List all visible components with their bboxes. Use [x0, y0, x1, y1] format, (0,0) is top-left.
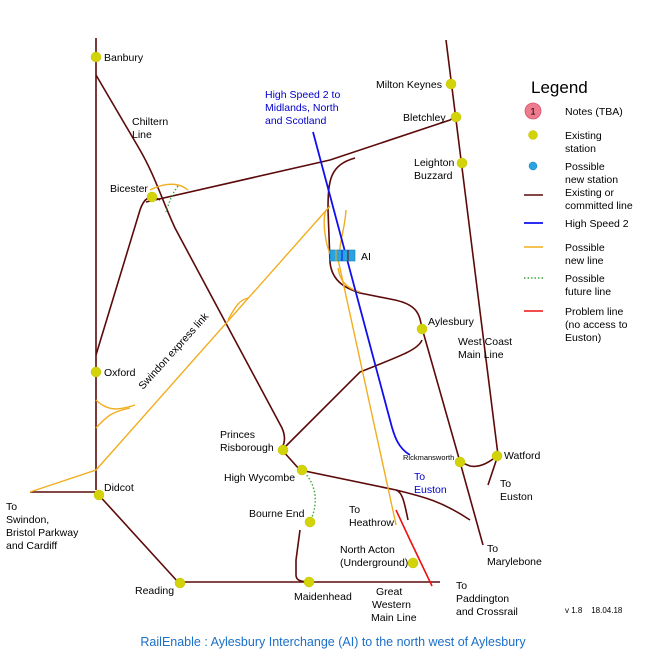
label-aylesbury: Aylesbury	[428, 316, 475, 328]
label-to-paddington: To Paddington and Crossrail	[456, 580, 518, 618]
station-banbury[interactable]	[90, 51, 102, 63]
possible-future-lines	[165, 185, 316, 523]
label-bourne-end: Bourne End	[249, 508, 305, 520]
label-to-swindon: To Swindon, Bristol Parkway and Cardiff	[6, 501, 81, 552]
label-great-western: Great Western Main Line	[371, 586, 417, 624]
station-aylesbury-interchange[interactable]	[329, 249, 356, 262]
bicester-future-curve	[165, 185, 179, 213]
label-milton-keynes: Milton Keynes	[376, 79, 442, 91]
legend-possible-line-label: Possible new line	[565, 242, 608, 267]
legend-title: Legend	[531, 78, 588, 97]
bourne-end-branch	[295, 529, 311, 583]
label-west-coast: West Coast Main Line	[458, 336, 515, 361]
oxford-curve-2	[95, 407, 131, 429]
label-leighton-buzzard: Leighton Buzzard	[414, 157, 457, 182]
label-maidenhead: Maidenhead	[294, 591, 352, 603]
label-bicester: Bicester	[110, 183, 148, 195]
swindon-link-curve	[227, 297, 249, 321]
station-high-wycombe[interactable]	[296, 464, 308, 476]
label-to-marylebone: To Marylebone	[487, 543, 542, 568]
label-hs2: High Speed 2 to Midlands, North and Scot…	[265, 89, 343, 127]
label-ai: AI	[361, 251, 371, 263]
chiltern-line	[95, 74, 286, 451]
problem-line	[395, 509, 433, 587]
legend-possible-station-label: Possible new station	[565, 161, 618, 186]
east-west-rail	[145, 113, 460, 203]
station-didcot[interactable]	[93, 489, 105, 501]
aylesbury-risborough-line	[281, 339, 423, 451]
hs2-line	[312, 131, 411, 456]
bourne-end-wycombe-future	[301, 469, 316, 523]
label-rickmansworth: Rickmansworth	[403, 453, 454, 462]
station-bourne-end[interactable]	[304, 516, 316, 528]
bicester-curve	[149, 183, 189, 191]
oxford-bicester-line	[95, 196, 161, 356]
legend-notes-label: Notes (TBA)	[565, 106, 623, 118]
legend: Legend 1 Notes (TBA) Existing station Po…	[524, 78, 633, 344]
station-rickmansworth[interactable]	[454, 456, 466, 468]
version-stamp: v 1.8 18.04.18	[565, 606, 623, 615]
legend-existing-station-symbol	[528, 130, 538, 140]
legend-future-line-label: Possible future line	[565, 273, 611, 298]
stations	[90, 51, 503, 589]
station-leighton-buzzard[interactable]	[456, 157, 468, 169]
station-bletchley[interactable]	[450, 111, 462, 123]
label-didcot: Didcot	[104, 482, 134, 494]
oxford-curve	[95, 399, 136, 410]
label-to-euston-wcml: To Euston	[500, 478, 533, 503]
legend-problem-line-label: Problem line (no access to Euston)	[565, 306, 630, 344]
ai-heathrow-line	[335, 249, 397, 526]
station-aylesbury[interactable]	[416, 323, 428, 335]
legend-possible-station-symbol	[528, 161, 538, 171]
legend-existing-line-label: Existing or committed line	[565, 187, 633, 212]
wycombe-extension	[395, 489, 471, 521]
west-coast-main-line	[445, 39, 499, 486]
station-milton-keynes[interactable]	[445, 78, 457, 90]
station-watford[interactable]	[491, 450, 503, 462]
label-high-wycombe: High Wycombe	[224, 472, 295, 484]
label-reading: Reading	[135, 585, 174, 597]
swindon-express-link	[29, 205, 331, 493]
label-swindon-express: Swindon express link	[136, 310, 211, 392]
station-reading[interactable]	[174, 577, 186, 589]
label-chiltern-line: Chiltern Line	[132, 116, 171, 141]
label-banbury: Banbury	[104, 52, 144, 64]
label-bletchley: Bletchley	[403, 112, 446, 124]
legend-existing-station-label: Existing station	[565, 130, 605, 155]
label-to-euston-hs2: To Euston	[414, 471, 447, 496]
legend-hs2-label: High Speed 2	[565, 218, 629, 230]
place-labels: Banbury Chiltern Line Bicester Milton Ke…	[6, 52, 542, 624]
map-caption: RailEnable : Aylesbury Interchange (AI) …	[140, 635, 526, 649]
legend-notes-symbol	[524, 102, 542, 120]
legend-notes-number: 1	[530, 107, 535, 117]
label-north-acton: North Acton (Underground)	[340, 544, 408, 569]
station-bicester[interactable]	[146, 191, 158, 203]
station-princes-risborough[interactable]	[277, 444, 289, 456]
station-oxford[interactable]	[90, 366, 102, 378]
label-to-heathrow: To Heathrow	[349, 504, 394, 529]
label-princes-risborough: Princes Risborough	[220, 429, 274, 454]
aylesbury-link-line	[327, 157, 423, 331]
station-maidenhead[interactable]	[303, 576, 315, 588]
station-north-acton[interactable]	[407, 557, 419, 569]
label-watford: Watford	[504, 450, 541, 462]
ai-curve-south	[337, 267, 361, 293]
label-oxford: Oxford	[104, 367, 136, 379]
